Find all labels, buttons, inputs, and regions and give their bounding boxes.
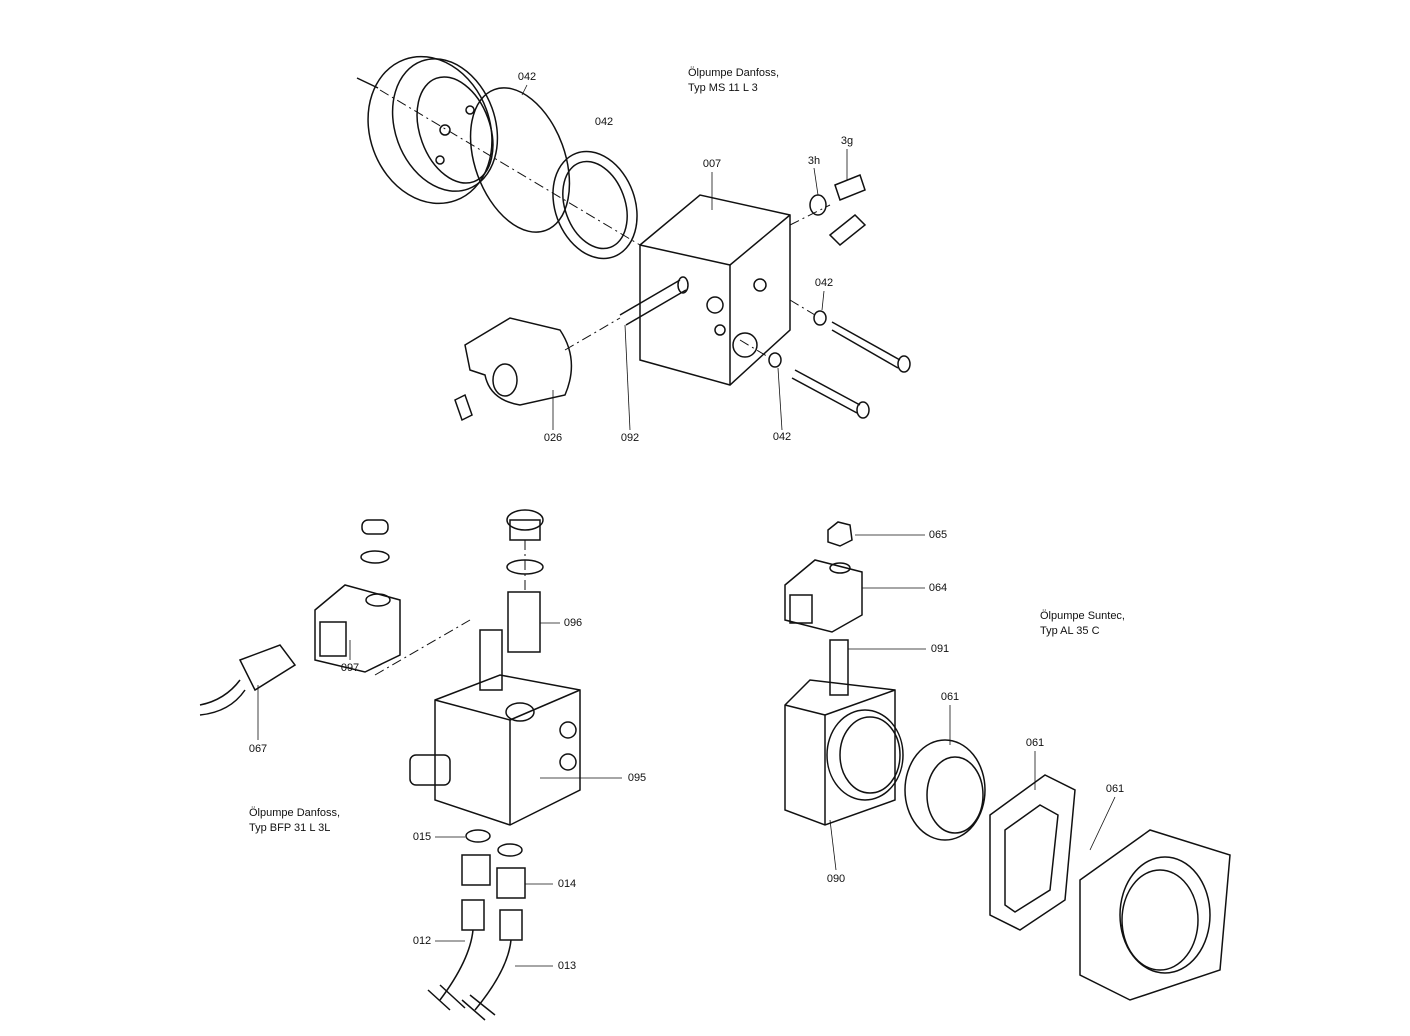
title-line: Ölpumpe Suntec, bbox=[1040, 610, 1125, 622]
gasket-061 bbox=[989, 774, 1076, 931]
bolts bbox=[768, 310, 911, 419]
part-label: 067 bbox=[248, 743, 268, 755]
part-label: 042 bbox=[772, 431, 792, 443]
title-line: Ölpumpe Danfoss, bbox=[249, 807, 341, 819]
pump-body-090 bbox=[784, 639, 904, 826]
leader-lines bbox=[521, 84, 848, 431]
coil bbox=[454, 317, 573, 422]
gear-061 bbox=[904, 739, 986, 841]
part-label: 015 bbox=[412, 831, 432, 843]
fittings-014-015 bbox=[427, 829, 526, 1021]
part-label: 061 bbox=[1025, 737, 1045, 749]
title-line: Ölpumpe Danfoss, bbox=[688, 67, 780, 79]
part-label: 061 bbox=[1105, 783, 1125, 795]
locking-ring bbox=[552, 150, 638, 260]
title-bfp31: Ölpumpe Danfoss, Typ BFP 31 L 3L bbox=[249, 806, 340, 836]
coil-064 bbox=[784, 559, 863, 633]
part-label: 042 bbox=[517, 71, 537, 83]
part-label: 012 bbox=[412, 935, 432, 947]
part-label: 090 bbox=[826, 873, 846, 885]
pump-cover bbox=[356, 55, 499, 205]
pump-ms11-assembly bbox=[356, 55, 911, 431]
title-ms11: Ölpumpe Danfoss, Typ MS 11 L 3 bbox=[688, 66, 779, 96]
part-label: 3g bbox=[840, 135, 854, 147]
part-label: 007 bbox=[702, 158, 722, 170]
cover-061 bbox=[1079, 829, 1231, 1001]
title-al35: Ölpumpe Suntec, Typ AL 35 C bbox=[1040, 609, 1125, 639]
leader-lines-left bbox=[257, 622, 622, 967]
leader-lines-right bbox=[829, 534, 1116, 871]
title-line: Typ BFP 31 L 3L bbox=[249, 822, 331, 834]
title-line: Typ MS 11 L 3 bbox=[688, 82, 758, 94]
pump-body-095 bbox=[409, 629, 581, 826]
part-label: 061 bbox=[940, 691, 960, 703]
part-label: 064 bbox=[928, 582, 948, 594]
part-label: 091 bbox=[930, 643, 950, 655]
pump-body bbox=[639, 194, 791, 386]
part-label: 092 bbox=[620, 432, 640, 444]
part-label: 042 bbox=[814, 277, 834, 289]
nut-washer bbox=[360, 519, 390, 564]
part-label: 013 bbox=[557, 960, 577, 972]
coil-097 bbox=[314, 584, 401, 673]
part-label: 096 bbox=[563, 617, 583, 629]
shaft bbox=[619, 276, 689, 326]
fittings bbox=[809, 174, 867, 247]
nut-065 bbox=[827, 521, 853, 547]
title-line: Typ AL 35 C bbox=[1040, 625, 1100, 637]
part-label: 095 bbox=[627, 772, 647, 784]
axis-lines bbox=[379, 89, 831, 359]
plug-067 bbox=[199, 644, 297, 716]
part-label: 065 bbox=[928, 529, 948, 541]
pump-al35-assembly bbox=[784, 521, 1231, 1001]
o-ring bbox=[469, 87, 571, 233]
part-label: 026 bbox=[543, 432, 563, 444]
part-label: 097 bbox=[340, 662, 360, 674]
part-label: 3h bbox=[807, 155, 821, 167]
part-label: 042 bbox=[594, 116, 614, 128]
part-label: 014 bbox=[557, 878, 577, 890]
pump-bfp31-assembly bbox=[199, 509, 622, 1021]
